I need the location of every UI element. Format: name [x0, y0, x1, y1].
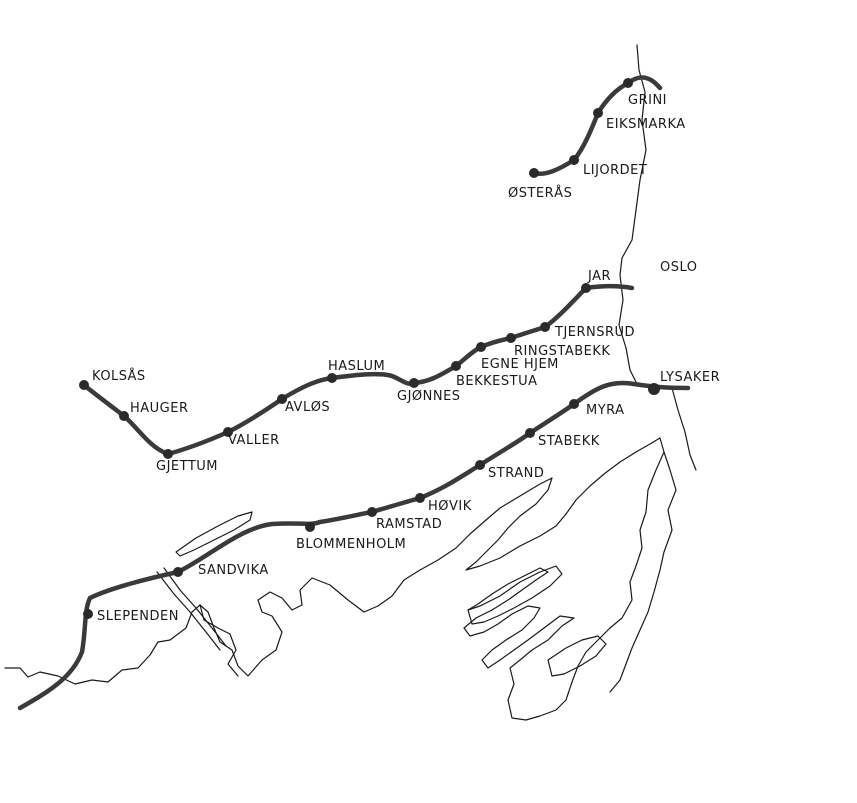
station-marker-gjettum [163, 449, 173, 459]
coastline-bay [609, 451, 677, 693]
station-label-haslum: HASLUM [328, 359, 385, 374]
station-label-lijordet: LIJORDET [583, 163, 647, 178]
station-marker-hauger [119, 411, 129, 421]
station-label-sandvika: SANDVIKA [198, 563, 269, 578]
station-marker-jar [581, 283, 591, 293]
station-label-gjettum: GJETTUM [156, 459, 218, 474]
station-label-osteras: ØSTERÅS [508, 185, 572, 201]
sandvika-river-a [156, 571, 221, 651]
station-label-blommenholm: BLOMMENHOLM [296, 537, 406, 552]
station-marker-tjernsrud [540, 322, 550, 332]
river-line [671, 387, 697, 471]
station-marker-kolsas [79, 380, 89, 390]
station-marker-grini [623, 78, 633, 88]
station-label-stabekk: STABEKK [538, 434, 600, 449]
station-marker-osteras [529, 168, 539, 178]
station-label-eiksmarka: EIKSMARKA [606, 117, 686, 132]
coastline [4, 437, 661, 685]
station-marker-ringstabekk [506, 333, 516, 343]
station-label-bekkestua: BEKKESTUA [456, 374, 538, 389]
coast-lower-west [199, 604, 239, 677]
station-marker-haslum [327, 373, 337, 383]
island-2 [547, 635, 607, 677]
station-marker-strand [475, 460, 485, 470]
city-label-oslo: OSLO [660, 260, 698, 275]
station-label-gjonnes: GJØNNES [397, 389, 461, 404]
coastline-east [463, 437, 665, 721]
station-marker-lijordet [569, 155, 579, 165]
station-label-ringstabekk: RINGSTABEKK [514, 344, 610, 359]
station-label-tjernsrud: TJERNSRUD [554, 325, 635, 340]
station-label-lysaker: LYSAKER [660, 370, 720, 385]
station-label-hauger: HAUGER [130, 401, 189, 416]
station-label-ramstad: RAMSTAD [376, 517, 442, 532]
station-marker-lysaker [648, 383, 660, 395]
station-label-egne-hjem: EGNE HJEM [481, 357, 559, 372]
station-marker-bekkestua [451, 361, 461, 371]
station-marker-egne-hjem [476, 342, 486, 352]
station-label-myra: MYRA [586, 403, 625, 418]
station-marker-ramstad [367, 507, 377, 517]
station-label-strand: STRAND [488, 466, 544, 481]
station-label-valler: VALLER [228, 433, 280, 448]
station-label-jar: JAR [587, 269, 611, 284]
station-marker-stabekk [525, 428, 535, 438]
sandvika-river-b [163, 567, 227, 647]
island-1 [467, 565, 563, 625]
station-marker-sandvika [173, 567, 183, 577]
station-label-hovik: HØVIK [428, 499, 472, 514]
station-label-avlos: AVLØS [285, 400, 330, 415]
islet-west [175, 511, 253, 557]
station-marker-eiksmarka [593, 108, 603, 118]
station-marker-blommenholm [305, 522, 315, 532]
station-label-slependen: SLEPENDEN [97, 609, 179, 624]
station-marker-avlos [277, 394, 287, 404]
station-marker-slependen [83, 609, 93, 619]
station-marker-myra [569, 399, 579, 409]
station-marker-hovik [415, 493, 425, 503]
border-line [618, 44, 647, 383]
station-marker-gjonnes [409, 378, 419, 388]
station-label-grini: GRINI [628, 93, 667, 108]
station-label-kolsas: KOLSÅS [92, 368, 146, 384]
station-marker-valler [223, 427, 233, 437]
